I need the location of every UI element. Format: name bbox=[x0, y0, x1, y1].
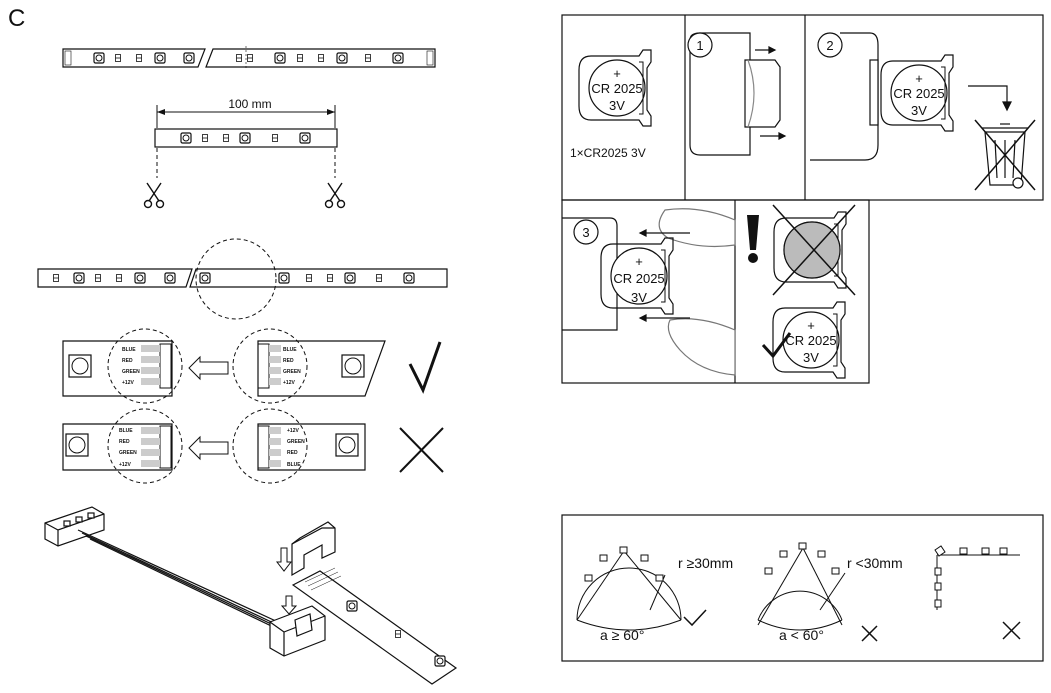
pin-label: GREEN bbox=[283, 369, 301, 375]
bend-bad-radius: r <30mm bbox=[847, 555, 903, 571]
bend-ok-angle: a ≥ 60° bbox=[600, 627, 644, 643]
bend-corner-diagram bbox=[934, 545, 1020, 610]
battery-plus: + bbox=[635, 254, 643, 269]
battery-plus: + bbox=[613, 66, 621, 81]
cut-length-label: 100 mm bbox=[228, 97, 271, 111]
bend-ok-diagram bbox=[576, 546, 682, 631]
recycle-bin-icon bbox=[974, 119, 1036, 191]
led-strip-full bbox=[62, 46, 436, 70]
pin-label: +12V bbox=[283, 380, 295, 386]
pin-label: RED bbox=[287, 450, 298, 456]
battery-type: CR 2025 bbox=[893, 86, 944, 101]
pin-label: GREEN bbox=[287, 439, 305, 445]
cut-segment bbox=[143, 105, 346, 209]
pin-label: RED bbox=[283, 358, 294, 364]
battery-step-2 bbox=[810, 32, 1012, 161]
cross-icon bbox=[861, 625, 878, 642]
pin-label: +12V bbox=[119, 462, 131, 468]
battery-voltage: 3V bbox=[803, 350, 819, 365]
battery-quantity: 1×CR2025 3V bbox=[570, 146, 646, 160]
pin-label: RED bbox=[119, 439, 130, 445]
check-icon bbox=[761, 332, 792, 359]
bend-ok-radius: r ≥30mm bbox=[678, 555, 733, 571]
battery-plus: + bbox=[807, 318, 815, 333]
cross-icon bbox=[399, 427, 444, 473]
bend-bad-angle: a < 60° bbox=[779, 627, 824, 643]
down-arrow-icon bbox=[275, 547, 293, 572]
check-icon bbox=[408, 341, 442, 394]
battery-type: CR 2025 bbox=[613, 271, 664, 286]
pin-label: BLUE bbox=[283, 347, 297, 353]
battery-step-3 bbox=[562, 208, 736, 376]
pin-label: GREEN bbox=[122, 369, 140, 375]
connector-cable bbox=[44, 506, 458, 685]
step-number: 3 bbox=[582, 225, 589, 240]
pin-label: +12V bbox=[122, 380, 134, 386]
step-number: 1 bbox=[696, 38, 703, 53]
pin-label: BLUE bbox=[119, 428, 133, 434]
wrong-battery bbox=[772, 204, 856, 296]
orientation-correct bbox=[62, 328, 442, 404]
battery-step-1 bbox=[687, 32, 787, 156]
bending-panel bbox=[561, 514, 1044, 662]
orientation-wrong bbox=[62, 408, 444, 484]
check-icon bbox=[683, 609, 707, 627]
step-number: 2 bbox=[826, 38, 833, 53]
cross-icon bbox=[1002, 621, 1021, 640]
bend-bad-diagram bbox=[757, 542, 846, 631]
battery-type: CR 2025 bbox=[785, 333, 836, 348]
cross-icon bbox=[772, 204, 856, 296]
down-arrow-icon bbox=[280, 595, 298, 615]
battery-type: CR 2025 bbox=[591, 81, 642, 96]
pin-label: BLUE bbox=[122, 347, 136, 353]
scissors-icon bbox=[324, 182, 346, 209]
section-letter: C bbox=[8, 5, 25, 32]
battery-voltage: 3V bbox=[609, 98, 625, 113]
pin-label: BLUE bbox=[287, 462, 301, 468]
pin-label: +12V bbox=[287, 428, 299, 434]
pin-label: RED bbox=[122, 358, 133, 364]
led-strip-joined bbox=[37, 238, 448, 320]
battery-voltage: 3V bbox=[911, 103, 927, 118]
pin-label: GREEN bbox=[119, 450, 137, 456]
battery-plus: + bbox=[915, 71, 923, 86]
scissors-icon bbox=[143, 182, 165, 209]
warning-icon bbox=[747, 215, 759, 263]
battery-voltage: 3V bbox=[631, 290, 647, 305]
